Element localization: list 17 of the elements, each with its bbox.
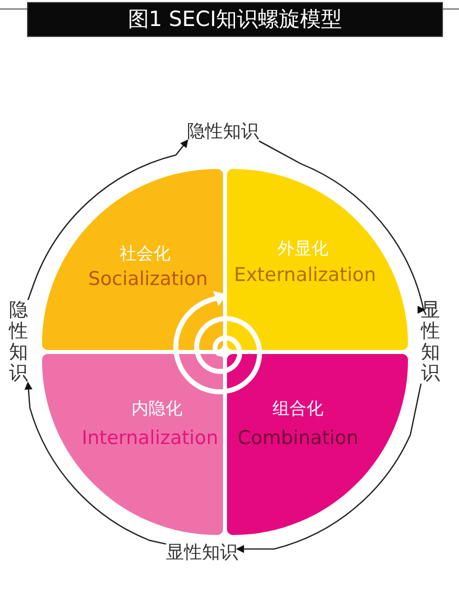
- quadrant-title: 组合化: [272, 401, 324, 418]
- quadrant-title: 外显化: [278, 241, 328, 258]
- knowledge-label: 显性知识: [421, 300, 440, 384]
- cycle-arrow: [258, 140, 426, 312]
- cycle-arrow: [24, 382, 166, 545]
- cycle-arrow: [236, 383, 422, 553]
- quadrant-title: 内隐化: [132, 401, 182, 418]
- cycle-arrow: [27, 139, 188, 300]
- title-bar: 图1 SECI知识螺旋模型: [27, 2, 443, 37]
- knowledge-label: 隐性知识: [9, 300, 28, 384]
- quadrant-subtitle: Externalization: [234, 266, 376, 285]
- quadrant-subtitle: Combination: [238, 429, 358, 448]
- knowledge-label: 隐性知识: [187, 123, 259, 141]
- knowledge-label: 显性知识: [166, 544, 238, 562]
- quadrant-subtitle: Socialization: [88, 270, 208, 289]
- quadrant-title: 社会化: [120, 246, 170, 263]
- quadrant-subtitle: Internalization: [82, 429, 218, 448]
